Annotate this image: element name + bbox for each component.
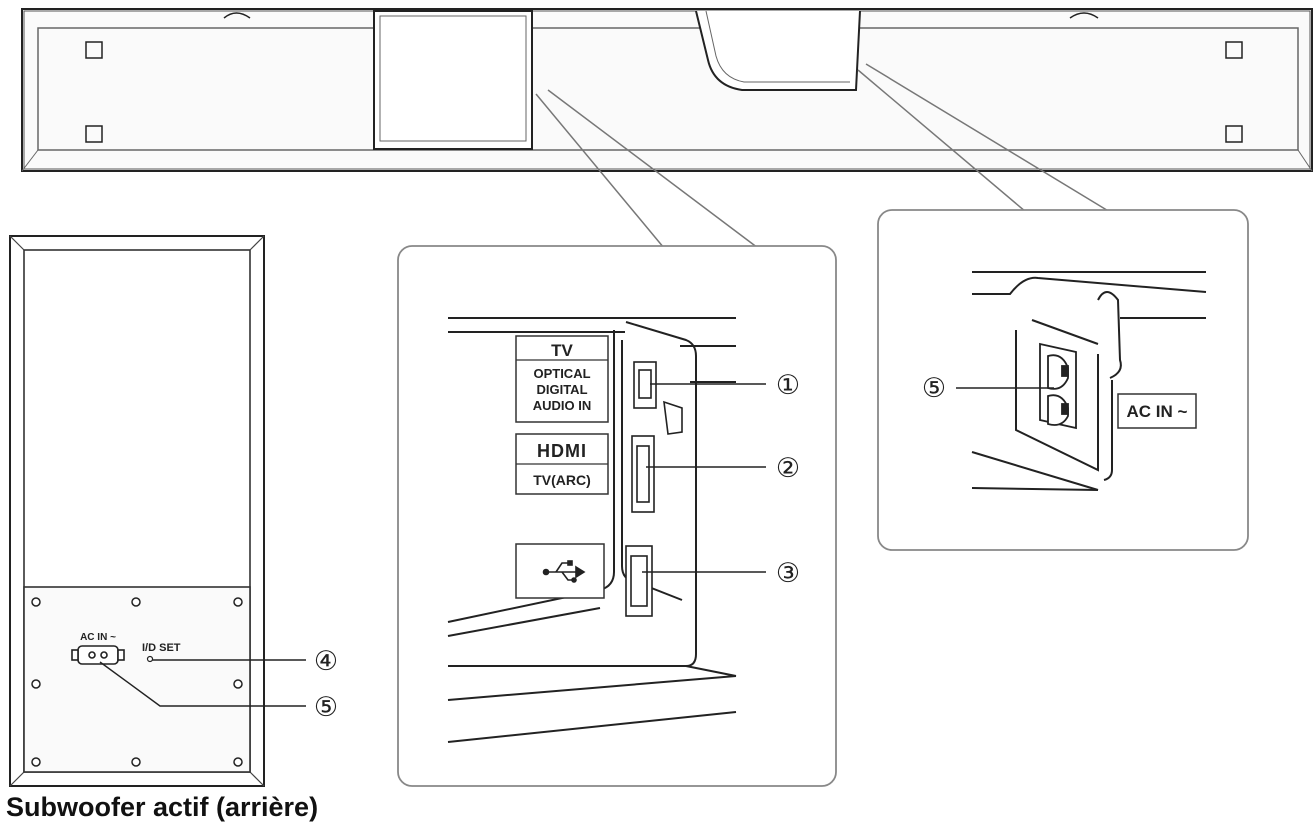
soundbar-rear xyxy=(21,8,1313,172)
ac-in-label: AC IN ~ xyxy=(1127,402,1188,421)
optical-label-3: AUDIO IN xyxy=(533,398,592,413)
callout-2: ② xyxy=(776,453,800,484)
optical-label-box xyxy=(515,335,609,423)
optical-label-2: DIGITAL xyxy=(536,382,587,397)
plate-screws xyxy=(31,597,243,767)
subwoofer-ac-inlet xyxy=(71,645,125,665)
callout-4: ④ xyxy=(314,646,338,677)
subwoofer-rear: AC IN ~ I/D SET ④ ⑤ xyxy=(9,235,338,787)
usb-port xyxy=(625,545,653,617)
subwoofer-ac-in-label: AC IN ~ xyxy=(80,632,116,643)
callout-1: ① xyxy=(776,370,800,401)
subwoofer-terminal-plate xyxy=(23,586,251,773)
optical-port xyxy=(633,361,683,435)
callout-3: ③ xyxy=(776,558,800,589)
tv-label: TV xyxy=(551,341,573,360)
callout-5-sub: ⑤ xyxy=(314,692,338,723)
ac-inlet xyxy=(1039,342,1077,430)
zoom-ports-panel: TV OPTICAL DIGITAL AUDIO IN HDMI TV(ARC) xyxy=(397,89,837,787)
hdmi-logo: HDMI xyxy=(537,441,587,461)
subwoofer-caption: Subwoofer actif (arrière) xyxy=(6,792,319,822)
optical-label-1: OPTICAL xyxy=(533,366,590,381)
usb-icon xyxy=(542,560,586,583)
callout-5-main: ⑤ xyxy=(922,373,946,404)
zoom-ac-panel: AC IN ~ ⑤ xyxy=(857,63,1249,551)
usb-label-box xyxy=(515,543,605,599)
hdmi-port xyxy=(631,435,655,513)
ac-in-label-box xyxy=(1117,393,1197,429)
id-set-button xyxy=(146,655,154,663)
id-set-label: I/D SET xyxy=(142,642,181,654)
tv-arc-label: TV(ARC) xyxy=(533,472,591,488)
